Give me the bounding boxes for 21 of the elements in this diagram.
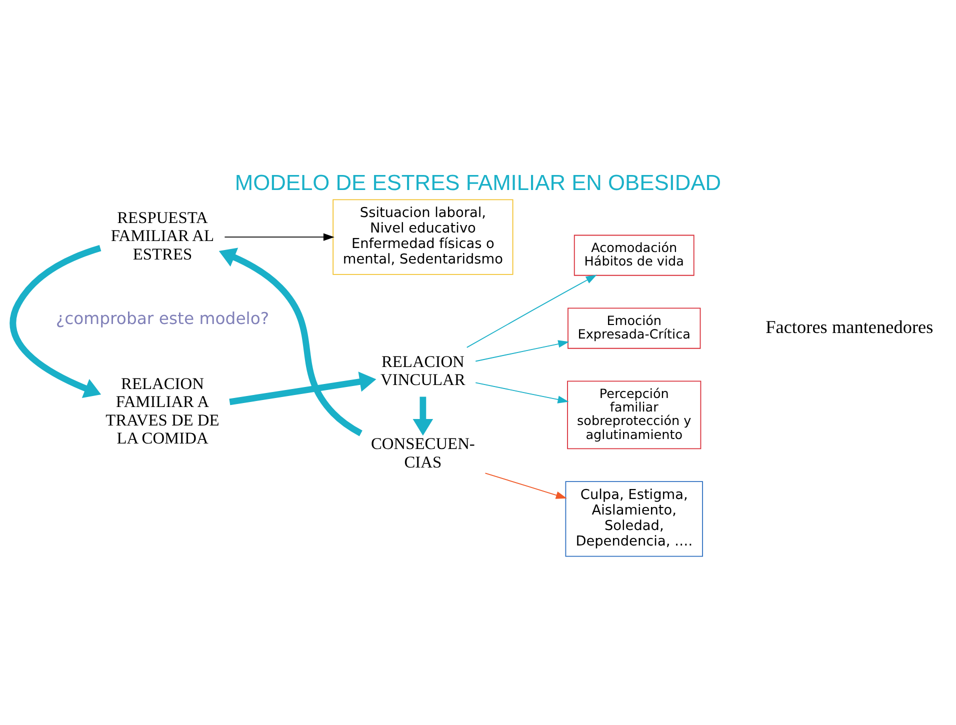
arrow [224,233,334,241]
node-text: RELACION VINCULAR [380,352,466,390]
arrow [484,472,567,499]
node-box: Percepción familiar sobreprotección y aglutinamiento [567,380,702,450]
diagram-title: MODELO DE ESTRES FAMILIAR EN OBESIDAD [234,170,722,195]
node-box: Ssituacion laboral, Nivel educativo Enfermedad físicas o mental, Sedentaridsmo [332,199,514,275]
arrow [10,245,102,398]
label: Factores mantenedores [766,316,934,337]
arrow [466,274,597,348]
node-text: RELACION FAMILIAR A TRAVES DE DE LA COMIDA [106,374,220,448]
node-text: RESPUESTA FAMILIAR AL ESTRES [110,208,214,264]
arrow [218,248,362,436]
arrow [229,372,376,406]
arrow [475,340,570,362]
arrow [412,396,434,436]
arrow [475,382,569,404]
node-box: Acomodación Hábitos de vida [574,234,694,276]
node-box: Emoción Expresada-Crítica [568,308,701,349]
node-box: Culpa, Estigma, Aislamiento, Soledad, Dependencia, …. [565,481,703,557]
label: ¿comprobar este modelo? [56,309,270,328]
node-text: CONSECUEN- CIAS [370,434,475,472]
